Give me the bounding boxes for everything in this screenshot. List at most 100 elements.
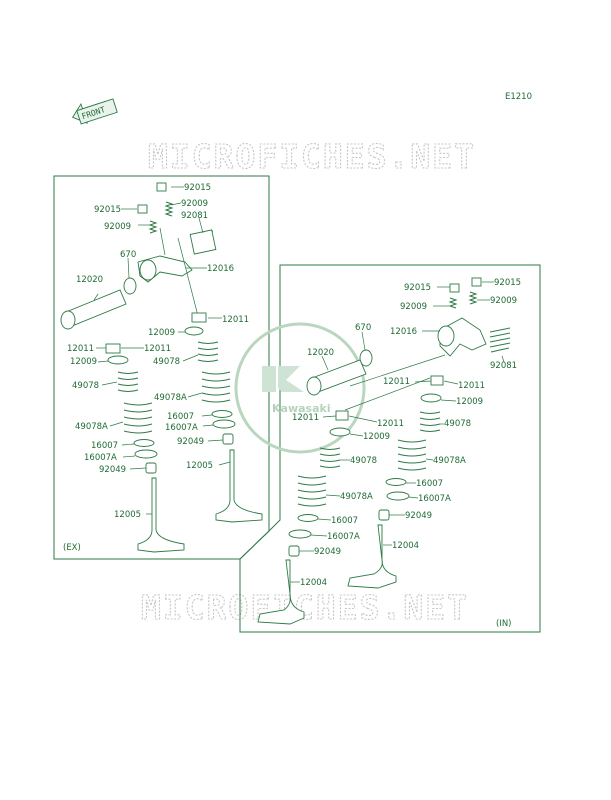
stem-seal-icon (288, 545, 300, 557)
part-label: 12004 (300, 578, 327, 588)
stem-seal-icon (222, 433, 234, 445)
in-labels: 92015 92015 92009 92009 670 12016 92081 … (292, 278, 521, 588)
part-label: 12005 (114, 510, 141, 520)
part-label: 16007 (167, 412, 194, 422)
part-label: 12011 (222, 315, 249, 325)
intake-valve-icon (347, 524, 397, 589)
part-label: 12009 (148, 328, 175, 338)
spring-seat-icon (211, 410, 233, 418)
part-label: 12016 (390, 327, 417, 337)
part-label: 49078A (75, 422, 108, 432)
keeper-icon (335, 410, 349, 421)
part-label: 16007 (91, 441, 118, 451)
adjust-screw-icon (164, 201, 174, 217)
outer-spring-icon (123, 402, 153, 434)
retainer-icon (184, 326, 204, 336)
stem-seal-icon (378, 509, 390, 521)
part-label: 49078 (350, 456, 377, 466)
keeper-icon (191, 312, 207, 323)
keeper-icon (105, 343, 121, 354)
watermark-bottom: MICROFICHES.NET (141, 588, 469, 627)
rocker-arm-icon (439, 317, 487, 357)
part-label: 12011 (144, 344, 171, 354)
part-label: 49078A (340, 492, 373, 502)
part-label: 92049 (99, 465, 126, 475)
exhaust-valve-icon (215, 449, 263, 523)
part-label: 12004 (392, 541, 419, 551)
inner-spring-icon (117, 371, 139, 392)
part-label: 49078 (72, 381, 99, 391)
part-label: 12005 (186, 461, 213, 471)
inner-spring-icon (197, 341, 219, 362)
part-label: 16007A (418, 494, 451, 504)
spring-seat-icon (386, 491, 410, 501)
in-parts (257, 277, 511, 625)
inner-spring-icon (319, 447, 341, 468)
retainer-icon (329, 427, 351, 437)
retainer-icon (420, 393, 442, 403)
stem-seal-icon (145, 462, 157, 474)
part-label: 12011 (67, 344, 94, 354)
exhaust-valve-icon (137, 477, 185, 553)
rocker-spring-icon (489, 327, 511, 353)
ex-labels: 92015 92015 92009 92009 92081 670 12016 … (67, 183, 249, 520)
part-label: 92015 (494, 278, 521, 288)
part-label: 12009 (70, 357, 97, 367)
part-label: 12020 (307, 348, 334, 358)
nut-icon (449, 283, 460, 293)
part-label: 16007 (416, 479, 443, 489)
part-label: 670 (120, 250, 136, 260)
part-label: 12011 (292, 413, 319, 423)
part-label: 49078A (154, 393, 187, 403)
ex-parts (60, 182, 263, 553)
keeper-icon (430, 375, 444, 386)
logo-text: Kawasaki (272, 402, 331, 415)
outer-spring-icon (397, 439, 427, 471)
part-label: 92009 (490, 296, 517, 306)
part-label: 12011 (458, 381, 485, 391)
part-label: 92049 (405, 511, 432, 521)
ex-panel-label: (EX) (63, 543, 81, 553)
intake-valve-icon (257, 559, 305, 625)
part-label: 92015 (184, 183, 211, 193)
watermark-top: MICROFICHES.NET (148, 137, 476, 176)
spring-seat-icon (297, 514, 319, 522)
nut-icon (156, 182, 167, 192)
part-label: 12020 (76, 275, 103, 285)
in-panel-label: (IN) (496, 619, 512, 629)
outer-spring-icon (201, 371, 231, 403)
part-label: 92015 (94, 205, 121, 215)
part-label: 12011 (383, 377, 410, 387)
part-label: 92009 (181, 199, 208, 209)
part-label: 12009 (363, 432, 390, 442)
spring-seat-icon (212, 419, 236, 429)
part-label: 16007A (165, 423, 198, 433)
diagram-code: E1210 (505, 92, 532, 102)
part-label: 92015 (404, 283, 431, 293)
adjust-screw-icon (148, 220, 158, 234)
part-label: 49078 (444, 419, 471, 429)
in-panel-frame (239, 264, 541, 633)
part-label: 92081 (490, 361, 517, 371)
part-label: 92009 (400, 302, 427, 312)
part-label: 16007A (327, 532, 360, 542)
part-label: 12016 (207, 264, 234, 274)
part-label: 16007A (84, 453, 117, 463)
part-label: 92049 (314, 547, 341, 557)
part-label: 12009 (456, 397, 483, 407)
part-label: 49078 (153, 357, 180, 367)
spring-seat-icon (385, 478, 407, 486)
part-label: 92081 (181, 211, 208, 221)
nut-icon (471, 277, 482, 287)
adjust-screw-icon (448, 297, 458, 309)
nut-icon (137, 204, 148, 214)
inner-spring-icon (419, 411, 441, 432)
kawasaki-logo-icon: Kawasaki (234, 322, 366, 454)
part-label: 92009 (104, 222, 131, 232)
ex-panel-frame (53, 175, 270, 560)
spring-seat-icon (288, 529, 312, 539)
retainer-icon (107, 355, 129, 365)
part-label: 16007 (331, 516, 358, 526)
spring-seat-icon (133, 439, 155, 447)
